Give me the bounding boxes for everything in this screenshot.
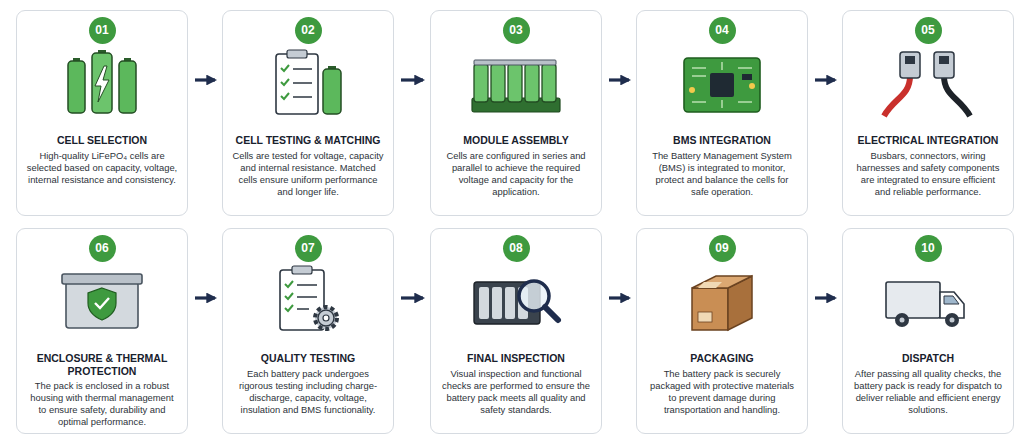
step-description: The pack is enclosed in a robust housing… — [26, 380, 178, 428]
cardboard-box-icon — [692, 276, 752, 330]
step-heading: CELL TESTING & MATCHING — [236, 134, 381, 147]
badge-number: 10 — [915, 235, 942, 262]
checklist-gear-icon — [280, 266, 337, 330]
badge-number: 05 — [915, 17, 942, 44]
step-card: 09PACKAGING The battery pack is securely … — [636, 228, 808, 434]
step-description: Busbars, connectors, wiring harnesses an… — [852, 150, 1004, 198]
step-description: High-quality LiFePO₄ cells are selected … — [26, 150, 178, 186]
flow-arrow — [401, 296, 423, 299]
step-description: Each battery pack undergoes rigorous tes… — [232, 368, 384, 416]
step-description: The Battery Management System (BMS) is i… — [646, 150, 798, 198]
step-heading: MODULE ASSEMBLY — [463, 134, 568, 147]
enclosure-icon — [62, 274, 142, 328]
step-heading: BMS INTEGRATION — [673, 134, 771, 147]
step-card: 05ELECTRICAL INTEGRATION Busbars, connect… — [842, 10, 1014, 216]
badge-number: 02 — [295, 17, 322, 44]
step-heading: CELL SELECTION — [57, 134, 147, 147]
step-card: 08FINAL INSPECTION Visual inspection and … — [430, 228, 602, 434]
step-card: 01CELL SELECTION High-quality LiFePO₄ cel… — [16, 10, 188, 216]
badge-number: 07 — [295, 235, 322, 262]
step-card: 02CELL TESTING & MATCHING Cells are teste… — [222, 10, 394, 216]
flow-arrow — [401, 78, 423, 81]
step-heading: ELECTRICAL INTEGRATION — [858, 134, 999, 147]
step-description: Cells are configured in series and paral… — [440, 150, 592, 198]
flow-arrow — [195, 78, 215, 81]
step-description: Visual inspection and functional checks … — [440, 368, 592, 416]
step-description: Cells are tested for voltage, capacity a… — [232, 150, 384, 198]
step-heading: ENCLOSURE & THERMAL PROTECTION — [26, 352, 178, 377]
badge-number: 06 — [89, 235, 116, 262]
step-card: 06ENCLOSURE & THERMAL PROTECTION The pack… — [16, 228, 188, 434]
step-description: The battery pack is securely packaged wi… — [646, 368, 798, 416]
connector-cables-icon — [884, 52, 970, 116]
step-card: 07QUALITY TESTING Each battery pack under… — [222, 228, 394, 434]
battery-cells-icon — [68, 50, 136, 113]
badge-number: 01 — [89, 17, 116, 44]
clipboard-battery-icon — [276, 50, 341, 114]
battery-module-icon — [472, 60, 560, 112]
flow-arrow — [609, 296, 629, 299]
badge-number: 08 — [503, 235, 530, 262]
badge-number: 04 — [709, 17, 736, 44]
flow-arrow — [815, 78, 835, 81]
step-heading: DISPATCH — [902, 352, 954, 365]
flow-arrow — [815, 296, 835, 299]
flow-arrow — [609, 78, 629, 81]
step-card: 03MODULE ASSEMBLY Cells are configured in… — [430, 10, 602, 216]
step-card: 10DISPATCH After passing all quality chec… — [842, 228, 1014, 434]
step-heading: PACKAGING — [690, 352, 753, 365]
flow-arrow — [195, 296, 215, 299]
delivery-truck-icon — [886, 282, 964, 327]
step-description: After passing all quality checks, the ba… — [852, 368, 1004, 416]
inspection-icon — [474, 281, 558, 324]
badge-number: 09 — [709, 235, 736, 262]
badge-number: 03 — [503, 17, 530, 44]
bms-board-icon — [684, 58, 760, 112]
step-heading: QUALITY TESTING — [261, 352, 355, 365]
step-heading: FINAL INSPECTION — [467, 352, 565, 365]
step-card: 04BMS INTEGRATION The Battery Management … — [636, 10, 808, 216]
